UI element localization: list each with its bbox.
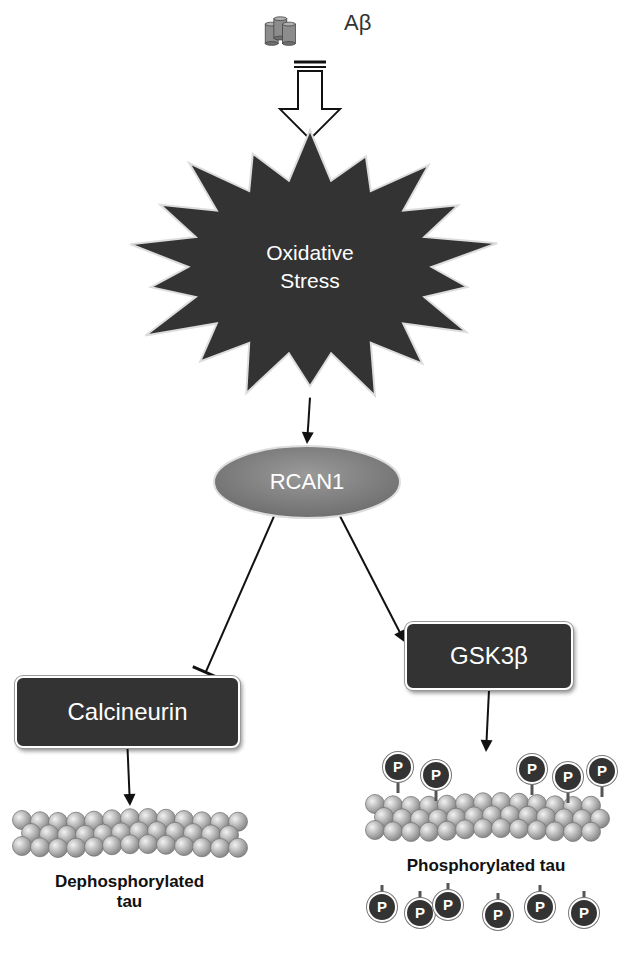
phosphate-label: P	[483, 900, 513, 930]
enzyme-box: GSK3β	[405, 622, 573, 690]
tubulin-bead	[139, 835, 158, 854]
tubulin-bead	[49, 838, 68, 857]
stress-burst: Oxidative Stress	[118, 128, 502, 406]
phosphate-label: P	[405, 898, 435, 928]
tubulin-bead	[528, 821, 547, 840]
tubulin-bead	[564, 822, 583, 841]
arrowhead	[302, 432, 314, 444]
arrowhead	[123, 794, 135, 806]
tubulin-bead	[229, 838, 248, 857]
cap-bar	[294, 61, 326, 64]
cylinder-base	[282, 42, 295, 46]
tubulin-bead	[175, 837, 194, 856]
tubulin-bead	[193, 838, 212, 857]
phosphate-label: P	[421, 760, 451, 790]
node-label: Calcineurin	[57, 694, 197, 730]
phosphate-label: P	[553, 762, 583, 792]
tubulin-bead	[492, 819, 511, 838]
inhibit-line	[206, 515, 275, 673]
connector	[193, 515, 275, 678]
tubulin-bead	[384, 822, 403, 841]
enzyme-box: Calcineurin	[15, 676, 240, 748]
arrowhead	[394, 629, 405, 642]
tubulin-bead	[420, 822, 439, 841]
protein-ellipse: RCAN1	[212, 444, 402, 520]
connector	[302, 398, 314, 444]
tubulin-bead	[510, 819, 529, 838]
tubulin-bead	[85, 837, 104, 856]
phosphate-label: P	[569, 898, 599, 928]
tubulin-bead	[67, 838, 86, 857]
arrowhead	[481, 740, 493, 752]
amyloid-icon: Aβ	[262, 2, 392, 58]
ellipse	[214, 446, 400, 518]
node-label: GSK3β	[440, 638, 538, 674]
tubulin-bead	[31, 838, 50, 857]
cap-bar	[294, 66, 326, 68]
arrow-line	[486, 690, 489, 742]
tubulin-bead	[438, 821, 457, 840]
connector	[339, 515, 405, 643]
tau-filament: Dephosphorylated tau	[12, 806, 248, 934]
phosphate-label: P	[383, 752, 413, 782]
tubulin-bead	[366, 821, 385, 840]
arrow-line	[308, 398, 310, 434]
arrow-line	[128, 748, 130, 796]
cylinder-top	[282, 22, 295, 26]
connector	[481, 690, 493, 752]
tubulin-bead	[121, 835, 140, 854]
tau-filament: Phosphorylated tauPPPPPPPPPPP	[355, 752, 617, 952]
phosphate-label: P	[587, 756, 617, 786]
tubulin-bead	[582, 822, 601, 841]
tubulin-bead	[456, 820, 475, 839]
tubulin-bead	[157, 835, 176, 854]
phosphate-label: P	[517, 754, 547, 784]
cylinder-top	[274, 17, 287, 21]
cylinder	[282, 24, 295, 43]
node-label: Aβ	[344, 10, 371, 36]
node-label: Dephosphorylated tau	[42, 872, 217, 913]
starburst	[130, 130, 497, 396]
tubulin-bead	[103, 836, 122, 855]
node-label: Oxidative Stress	[255, 239, 365, 296]
filament-drawing	[12, 806, 248, 934]
node-label: Phosphorylated tau	[355, 856, 617, 876]
tubulin-bead	[546, 822, 565, 841]
phosphate-label: P	[525, 892, 555, 922]
tubulin-bead	[474, 819, 493, 838]
amyloid-oligomer	[262, 2, 332, 58]
cylinder-base	[265, 42, 278, 46]
tubulin-bead	[13, 837, 32, 856]
starburst-shape	[118, 128, 502, 406]
tubulin-bead	[211, 838, 230, 857]
connector	[123, 748, 135, 806]
tubulin-bead	[402, 822, 421, 841]
arrow-line	[339, 515, 400, 634]
phosphate-label: P	[367, 892, 397, 922]
phosphate-label: P	[433, 890, 463, 920]
node-label: RCAN1	[270, 469, 345, 495]
